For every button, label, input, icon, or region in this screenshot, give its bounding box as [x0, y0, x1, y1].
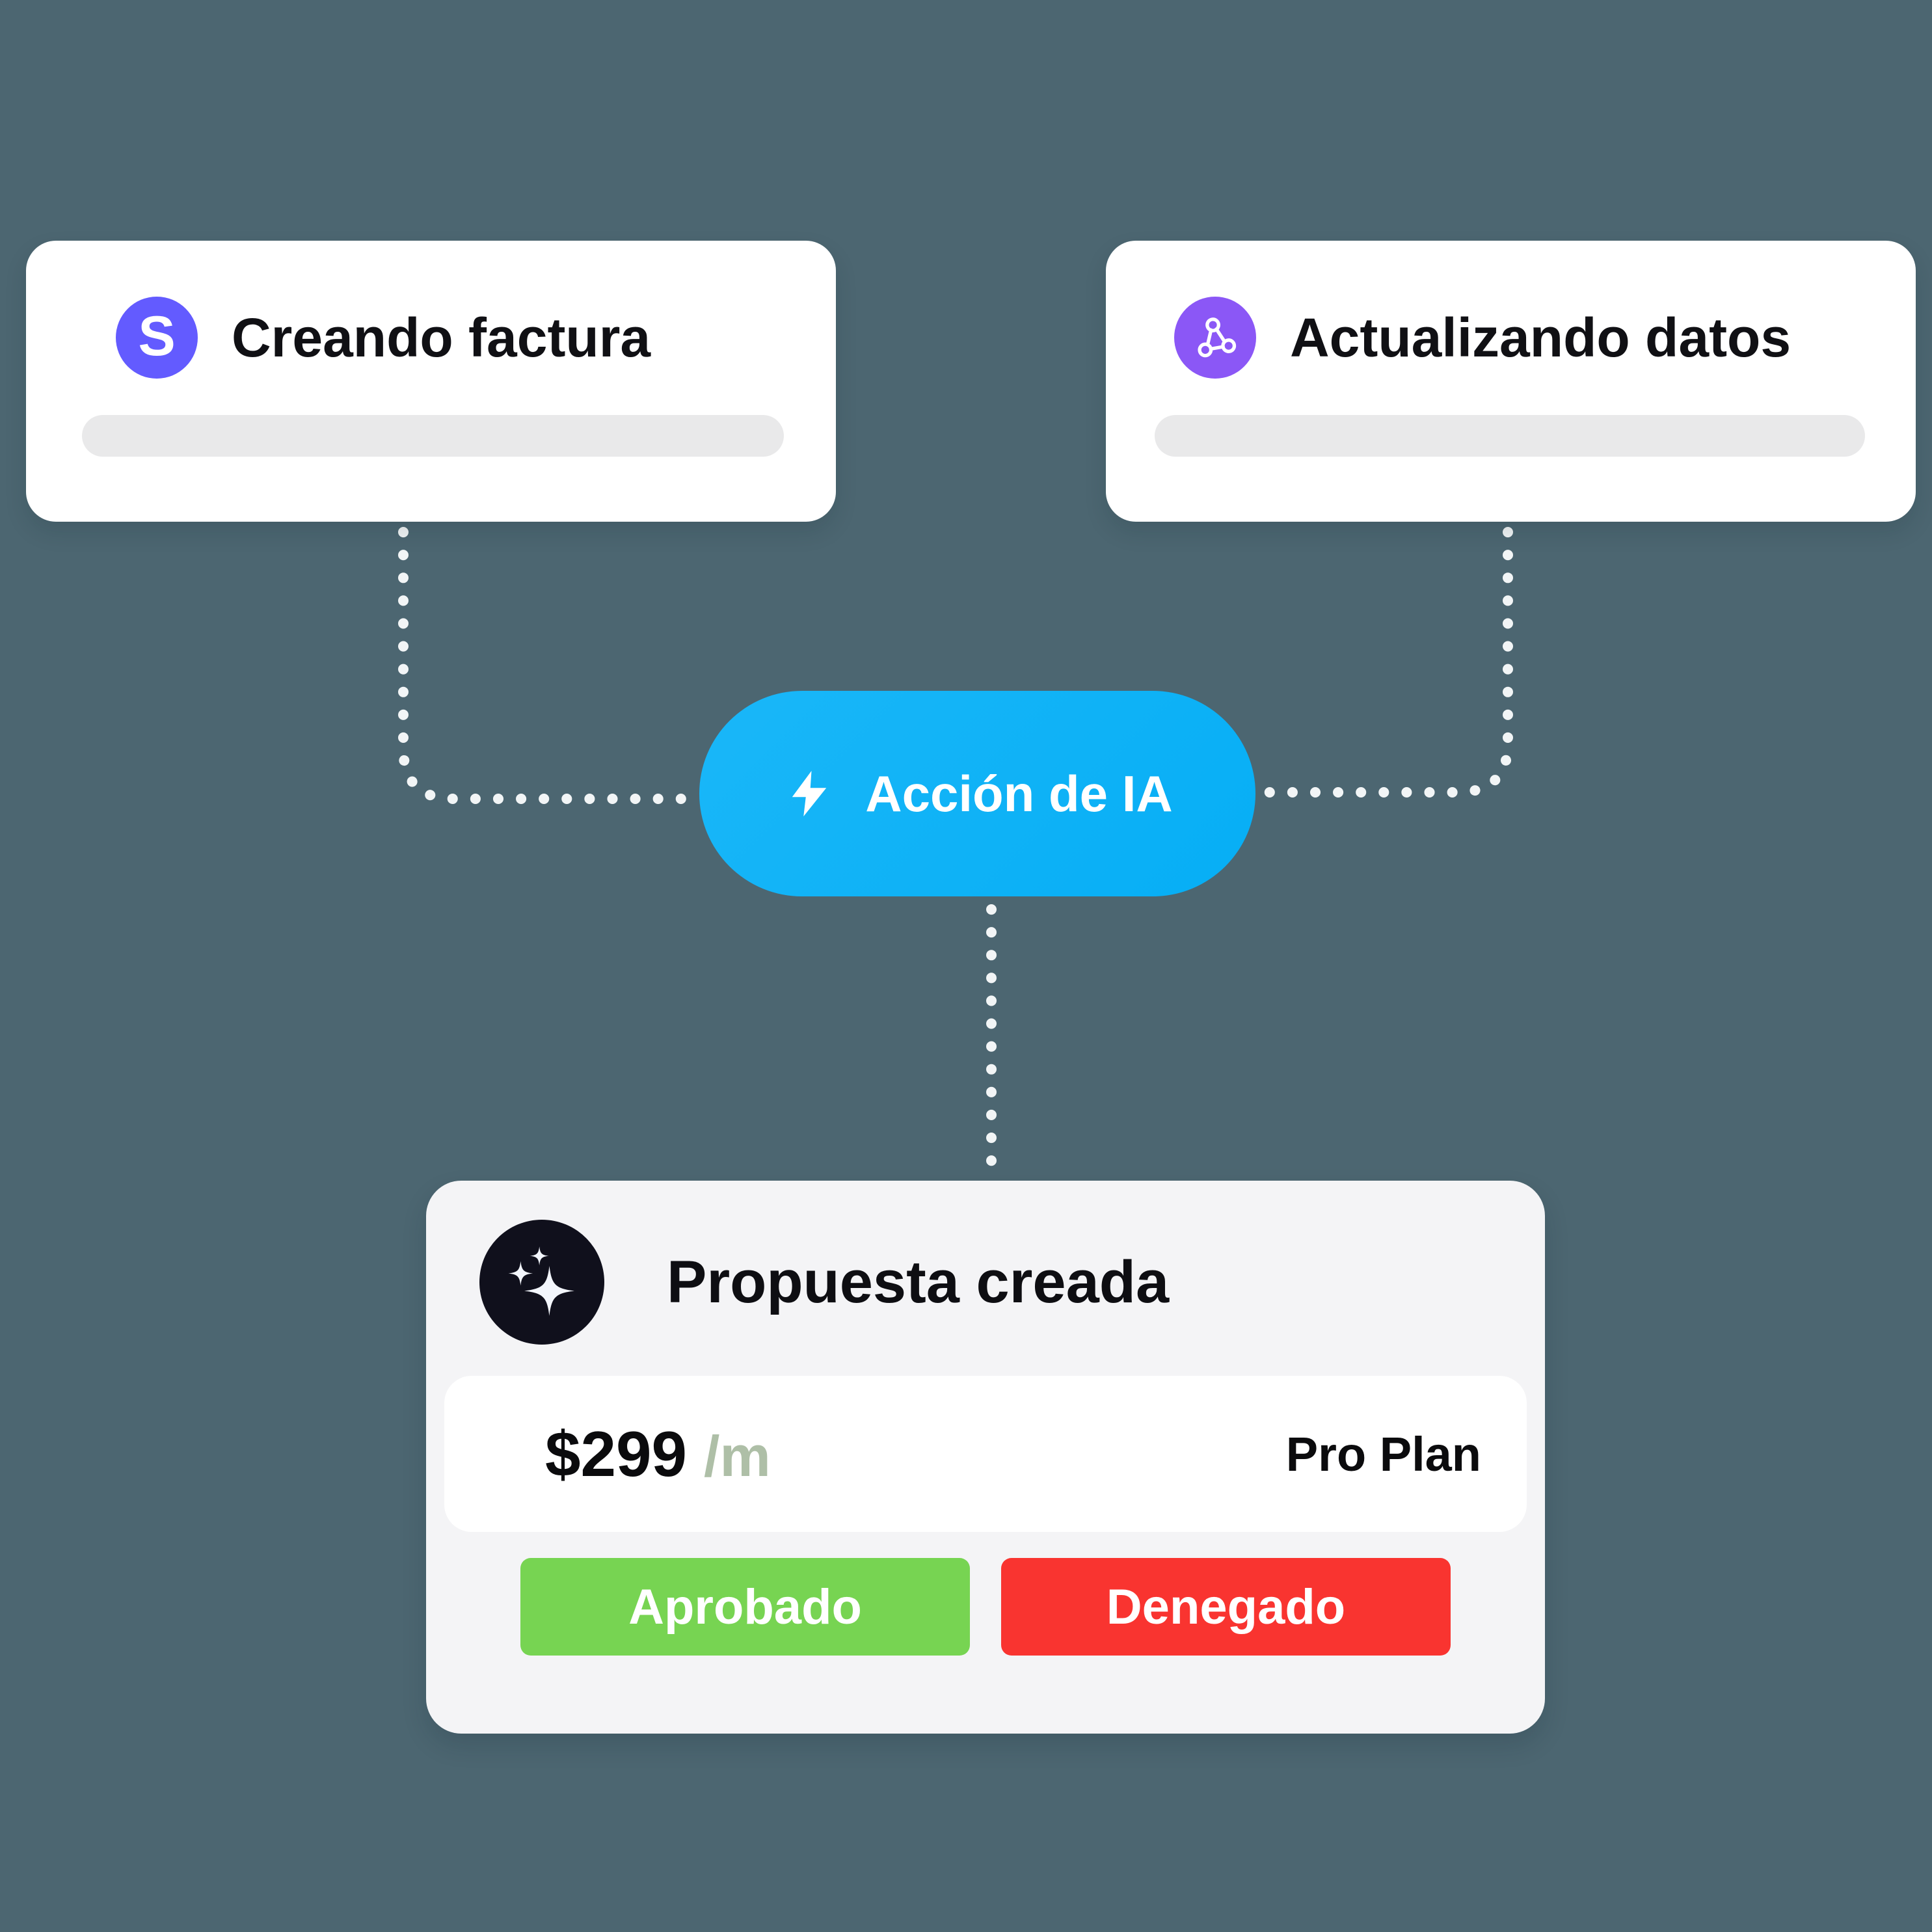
invoice-progress-bar [82, 415, 784, 457]
connector-from-data [1257, 527, 1513, 798]
lightning-icon [792, 771, 827, 816]
proposal-actions: Aprobado Denegado [520, 1558, 1451, 1656]
stripe-icon: S [116, 297, 198, 379]
price-amount: $299 [545, 1417, 688, 1490]
invoice-card: S Creando factura [26, 241, 836, 522]
deny-button[interactable]: Denegado [1001, 1558, 1451, 1656]
proposal-title: Propuesta creada [667, 1248, 1170, 1315]
ai-action-pill: Acción de IA [699, 691, 1255, 896]
price-panel: $299 /m Pro Plan [444, 1376, 1527, 1532]
ai-action-label: Acción de IA [865, 764, 1173, 822]
data-card-title: Actualizando datos [1290, 306, 1791, 368]
webhook-icon [1174, 297, 1256, 379]
approve-button[interactable]: Aprobado [520, 1558, 970, 1656]
sparkle-icon [479, 1220, 604, 1345]
plan-name: Pro Plan [1285, 1427, 1481, 1481]
data-update-card: Actualizando datos [1106, 241, 1916, 522]
data-progress-bar [1155, 415, 1865, 457]
price-group: $299 /m [545, 1417, 771, 1491]
price-period: /m [704, 1423, 771, 1488]
stripe-icon-letter: S [138, 304, 176, 368]
proposal-card: Propuesta creada $299 /m Pro Plan Aproba… [426, 1181, 1545, 1734]
proposal-header: Propuesta creada [479, 1220, 1169, 1345]
connector-from-invoice [398, 527, 696, 804]
invoice-card-title: Creando factura [232, 306, 651, 368]
